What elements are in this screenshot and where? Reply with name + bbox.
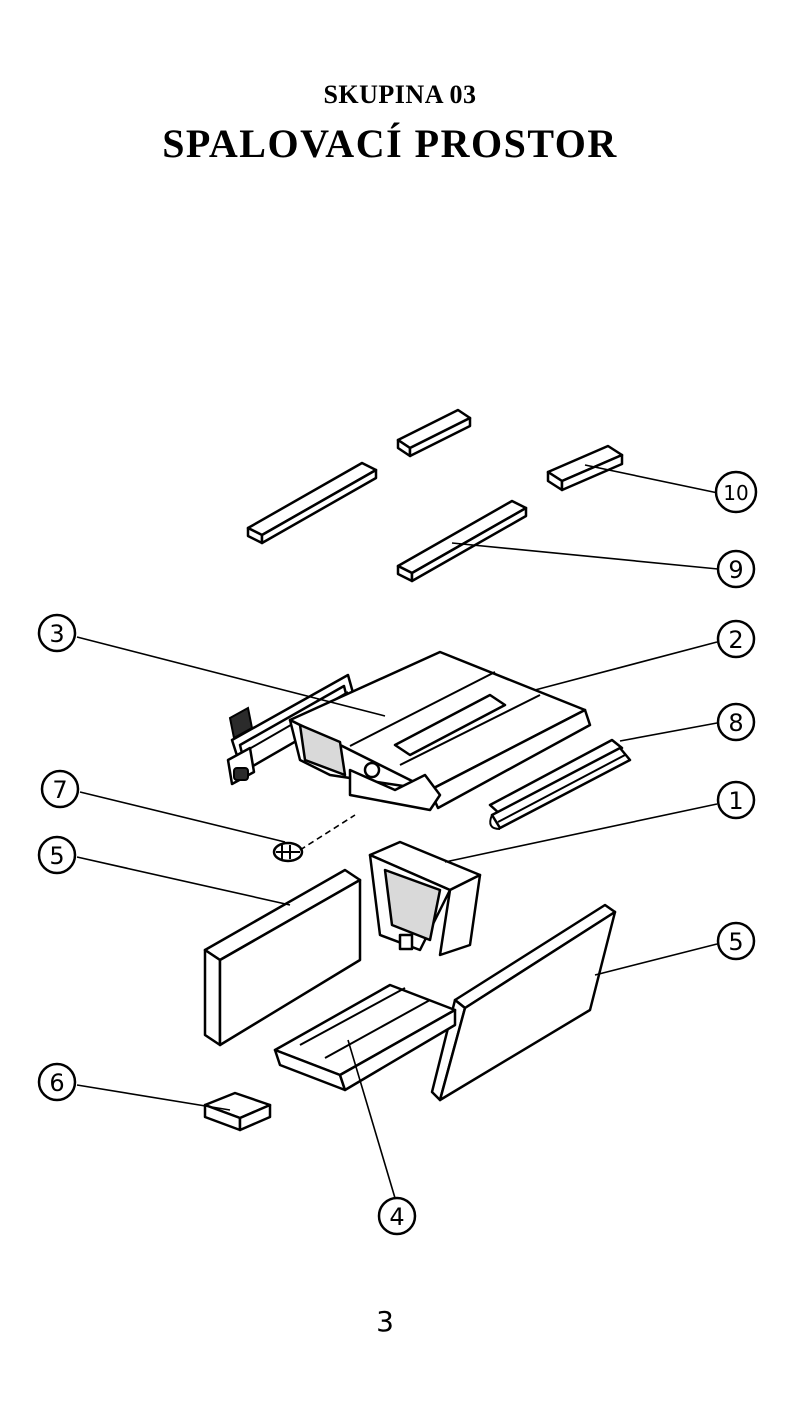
part-10-brick — [546, 444, 624, 492]
part-5-left-panel — [203, 868, 362, 1047]
svg-text:7: 7 — [52, 776, 67, 804]
callout-3: 3 — [37, 613, 77, 653]
svg-text:6: 6 — [49, 1069, 64, 1097]
part-5-right-panel — [430, 903, 617, 1102]
leader-lines — [76, 464, 719, 1199]
part-1-rear-block — [368, 840, 482, 957]
part-8-rail — [488, 738, 632, 830]
svg-text:5: 5 — [49, 842, 64, 870]
callout-1: 1 — [716, 780, 756, 820]
callout-8: 8 — [716, 702, 756, 742]
part-top-small-brick — [396, 408, 472, 458]
svg-text:4: 4 — [389, 1203, 404, 1231]
part-2-grate-base — [288, 650, 592, 812]
part-9-plank — [396, 499, 528, 583]
callout-5-left: 5 — [37, 835, 77, 875]
svg-text:2: 2 — [728, 626, 743, 654]
part-long-plank-left — [246, 461, 378, 545]
group-heading: SKUPINA 03 — [323, 80, 477, 109]
svg-text:3: 3 — [49, 620, 64, 648]
part-4-floor-plate — [273, 983, 457, 1092]
part-6-tile — [203, 1091, 272, 1132]
svg-text:5: 5 — [728, 928, 743, 956]
callout-9: 9 — [716, 549, 756, 589]
section-title: SPALOVACÍ PROSTOR — [162, 121, 618, 166]
callout-7: 7 — [40, 769, 80, 809]
svg-text:1: 1 — [728, 787, 743, 815]
svg-text:9: 9 — [728, 556, 743, 584]
callout-6: 6 — [37, 1062, 77, 1102]
page-number: 3 — [376, 1305, 394, 1338]
svg-text:10: 10 — [723, 481, 748, 505]
callout-4: 4 — [377, 1196, 417, 1236]
callout-10: 10 — [714, 470, 758, 514]
svg-text:8: 8 — [728, 709, 743, 737]
callout-5-right: 5 — [716, 921, 756, 961]
callout-2: 2 — [716, 619, 756, 659]
part-7-fitting — [272, 814, 356, 863]
